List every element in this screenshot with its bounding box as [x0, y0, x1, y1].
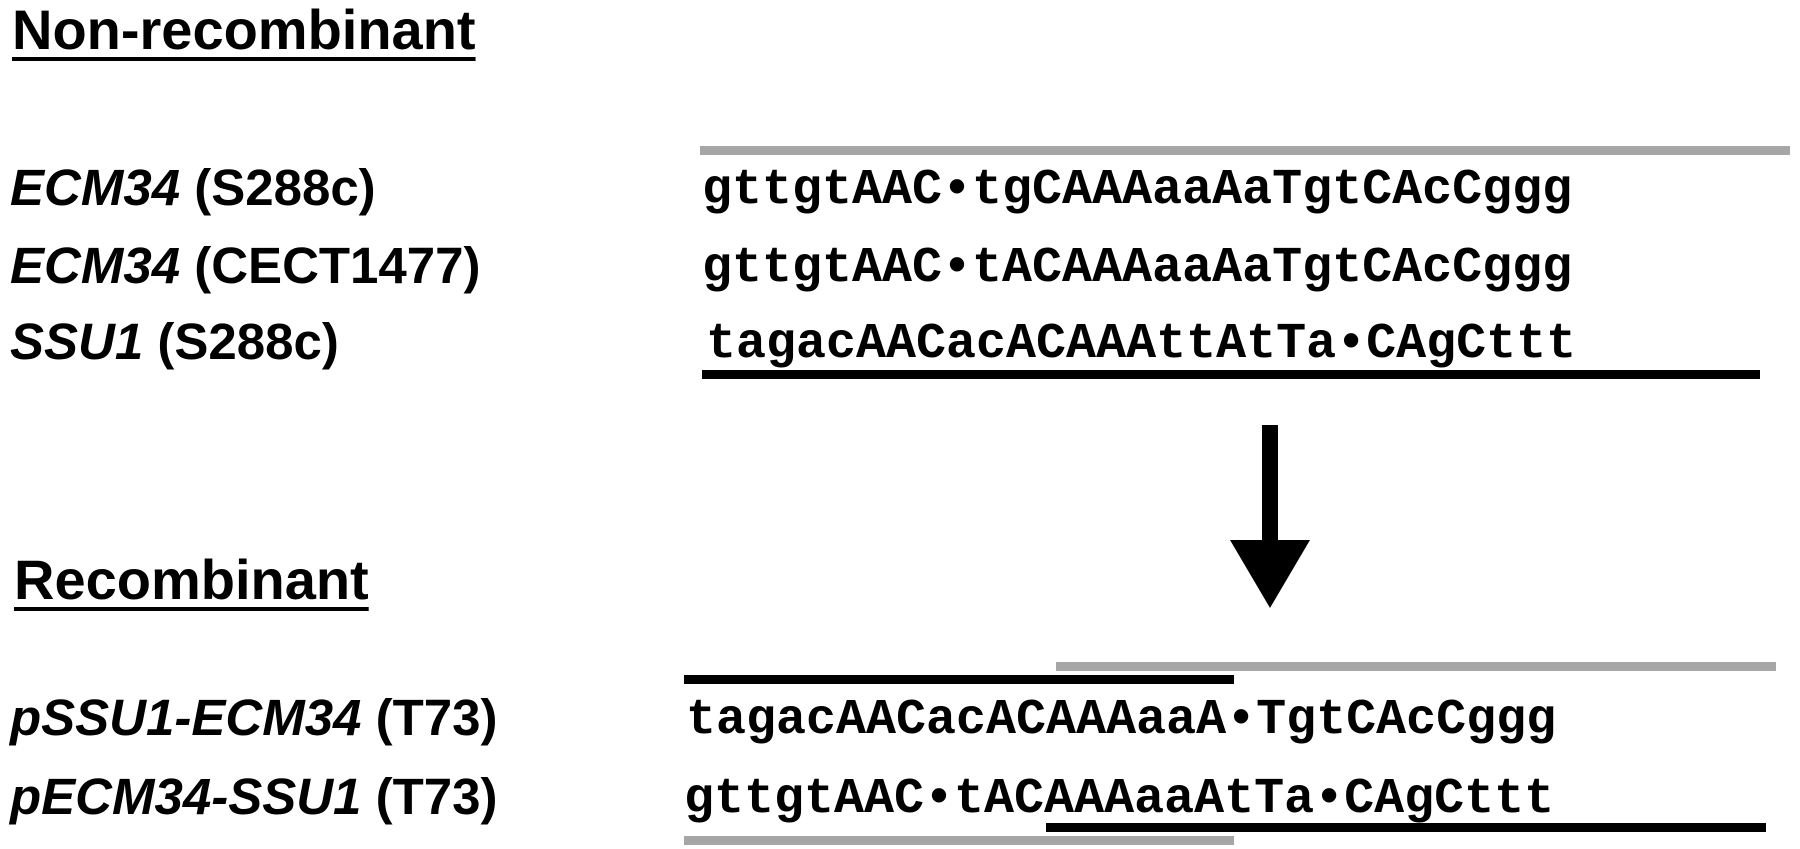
sequence-pecm34-ssu1: gttgtAAC•tACAAAaaAtTa•CAgCttt: [684, 771, 1555, 828]
sequence-pssu1-ecm34: tagacAACacACAAAaaA•TgtCAcCggg: [686, 692, 1557, 749]
pecm34-ssu1-black-bar: [1046, 823, 1766, 832]
pssu1-ecm34-black-bar: [684, 675, 1234, 684]
strain-name: (CECT1477): [180, 237, 481, 294]
recombinant-heading: Recombinant: [14, 548, 369, 611]
gene-name: ECM34: [10, 237, 181, 294]
sequence-ecm34-s288c: gttgtAAC•tgCAAAaaAaTgtCAcCggg: [702, 162, 1573, 219]
gene-name: pECM34-SSU1: [10, 768, 362, 825]
label-pecm34-ssu1: pECM34-SSU1 (T73): [10, 771, 497, 822]
label-pssu1-ecm34: pSSU1-ECM34 (T73): [10, 692, 497, 743]
sequence-ssu1-s288c: tagacAACacACAAAttAtTa•CAgCttt: [706, 316, 1577, 373]
gene-name: SSU1: [10, 313, 144, 370]
label-ecm34-s288c: ECM34 (S288c): [10, 162, 376, 213]
gene-name: pSSU1-ECM34: [10, 689, 362, 746]
pssu1-ecm34-gray-bar: [1056, 662, 1776, 671]
gene-name: ECM34: [10, 159, 181, 216]
sequence-ecm34-cect1477: gttgtAAC•tACAAAaaAaTgtCAcCggg: [702, 240, 1573, 297]
strain-name: (S288c): [143, 313, 339, 370]
strain-name: (S288c): [180, 159, 376, 216]
ssu1-s288c-black-bar: [702, 370, 1760, 379]
strain-name: (T73): [361, 768, 498, 825]
non-recombinant-heading: Non-recombinant: [12, 0, 476, 61]
down-arrow-icon: [1230, 425, 1310, 608]
label-ssu1-s288c: SSU1 (S288c): [10, 316, 339, 367]
pecm34-ssu1-gray-bar: [684, 836, 1234, 845]
strain-name: (T73): [361, 689, 498, 746]
label-ecm34-cect1477: ECM34 (CECT1477): [10, 240, 480, 291]
ecm34-s288c-gray-bar: [700, 146, 1790, 155]
